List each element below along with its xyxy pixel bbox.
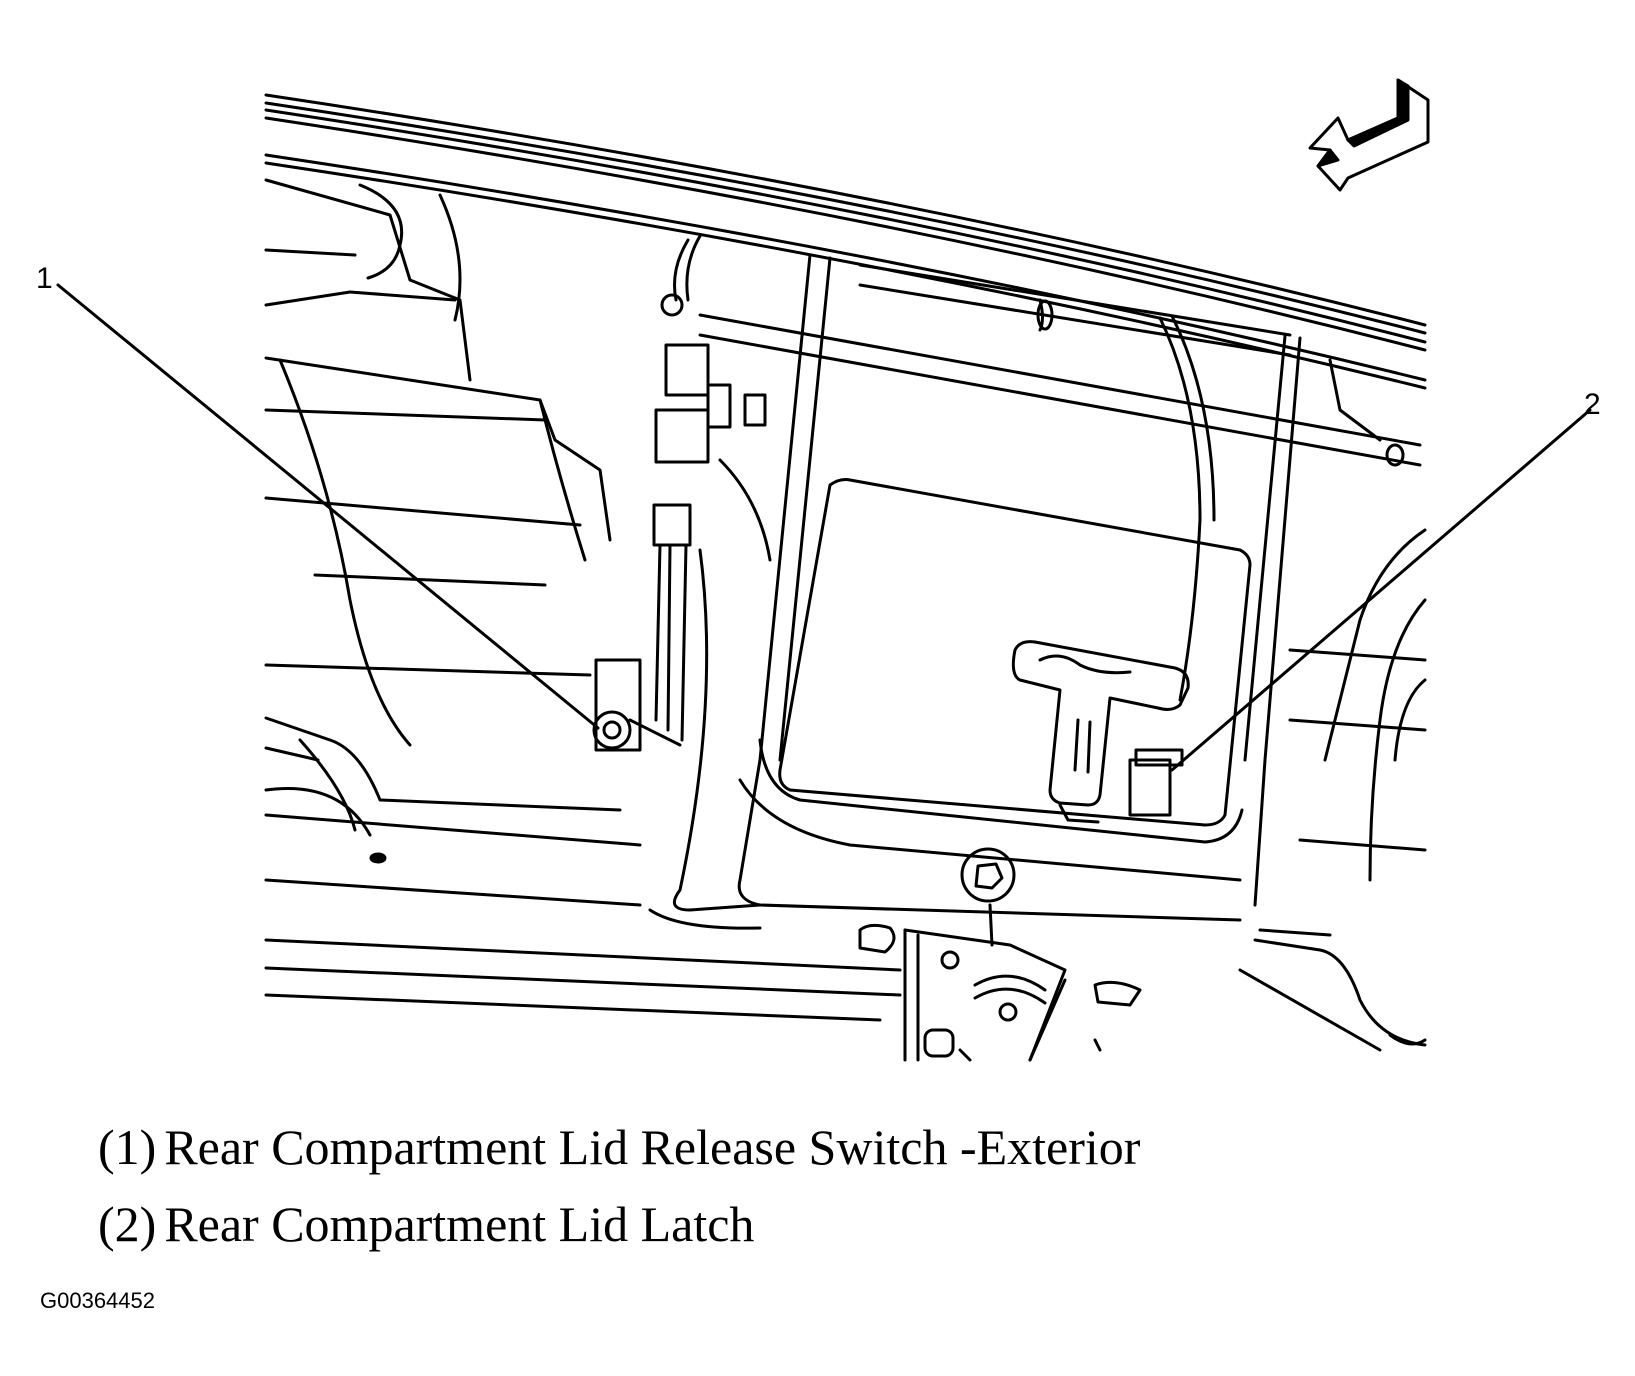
release-switch-exterior	[592, 234, 767, 752]
legend-number: (2)	[98, 1196, 157, 1252]
callout-number-1: 1	[36, 262, 53, 295]
figure-id: G00364452	[40, 1288, 155, 1313]
rear-window-edge	[264, 93, 1427, 390]
right-trim-panel	[1158, 314, 1427, 1052]
leader-line-2	[1170, 408, 1592, 772]
legend-item-2: (2) Rear Compartment Lid Latch	[98, 1195, 754, 1253]
rear-compartment-lid-latch	[1011, 640, 1190, 824]
leader-line-1	[56, 283, 600, 730]
legend-label: Rear Compartment Lid Latch	[164, 1196, 755, 1252]
legend-number: (1)	[98, 1119, 157, 1175]
striker-bracket	[858, 923, 1142, 1062]
legend-item-1: (1) Rear Compartment Lid Release Switch …	[98, 1118, 1140, 1176]
view-direction-arrow-icon	[1308, 78, 1430, 192]
trunk-lid-inner-frame	[648, 253, 1422, 947]
callout-number-2: 2	[1584, 388, 1601, 421]
legend-label: Rear Compartment Lid Release Switch -Ext…	[164, 1119, 1141, 1175]
left-trim-panel	[264, 178, 902, 1022]
